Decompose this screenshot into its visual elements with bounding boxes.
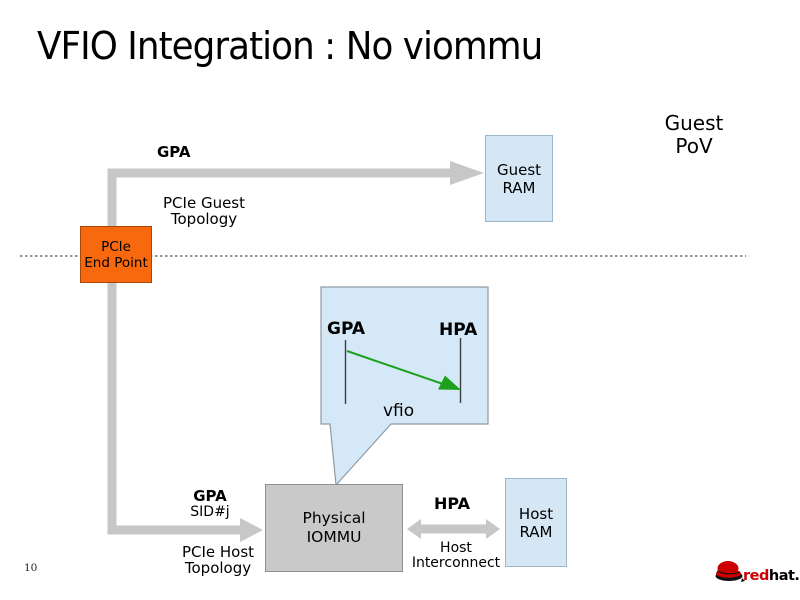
gpa-guest-arrowhead-icon [450, 161, 484, 185]
gpa-host-label: GPA [193, 487, 227, 505]
hpa-left-arrowhead-icon [407, 519, 421, 539]
pcie-guest-topology-label: PCIe Guest Topology [153, 195, 255, 227]
physical-iommu-line1: Physical [302, 509, 366, 527]
gpa-path-arrow-shaft [107, 168, 452, 535]
host-interconnect-label: Host Interconnect [406, 541, 506, 570]
guest-ram-line1: Guest [496, 160, 542, 179]
physical-iommu-line2: IOMMU [306, 528, 362, 546]
hpa-right-arrowhead-icon [486, 519, 500, 539]
redhat-wordmark-red: red [743, 568, 769, 584]
pcie-end-point-line2: End Point [84, 254, 148, 271]
gpa-host-arrowhead-icon [240, 518, 263, 542]
pcie-guest-topology-line2: Topology [170, 210, 238, 228]
host-ram-line2: RAM [519, 522, 553, 541]
vfio-callout-balloon [320, 286, 489, 487]
translation-arrowhead-icon [438, 375, 461, 390]
guest-pov-label: Guest PoV [648, 112, 740, 158]
guest-pov-line1: Guest [664, 111, 724, 135]
pcie-guest-topology-line1: PCIe Guest [163, 194, 245, 212]
callout-hpa-label: HPA [439, 320, 478, 340]
pcie-end-point-line1: PCIe [101, 238, 131, 255]
page-number: 10 [24, 562, 38, 574]
host-ram-box: Host RAM [505, 478, 567, 567]
host-interconnect-line1: Host [440, 540, 472, 556]
pcie-end-point-box: PCIe End Point [80, 226, 152, 283]
gpa-guest-label: GPA [157, 143, 191, 161]
callout-gpa-label: GPA [327, 319, 366, 339]
guest-ram-box: Guest RAM [485, 135, 553, 222]
slide-title: VFIO Integration : No viommu [37, 24, 543, 68]
pcie-host-topology-line2: Topology [184, 559, 252, 577]
sid-label: SID#j [190, 504, 230, 520]
physical-iommu-box: Physical IOMMU [265, 484, 403, 572]
host-interconnect-line2: Interconnect [411, 554, 501, 571]
redhat-wordmark: redhat. [743, 568, 800, 584]
hpa-host-label: HPA [434, 494, 471, 513]
guest-pov-line2: PoV [675, 134, 713, 158]
callout-vfio-label: vfio [383, 401, 415, 421]
guest-ram-line2: RAM [502, 178, 536, 197]
gpa-sid-label: GPA SID#j [180, 488, 240, 520]
host-ram-line1: Host [518, 504, 554, 523]
pcie-host-topology-label: PCIe Host Topology [167, 544, 269, 576]
redhat-wordmark-black: hat. [768, 568, 800, 584]
gpa-to-hpa-translation-arrow [346, 350, 444, 385]
redhat-logo-icon [715, 561, 745, 582]
pcie-host-topology-line1: PCIe Host [181, 543, 255, 561]
